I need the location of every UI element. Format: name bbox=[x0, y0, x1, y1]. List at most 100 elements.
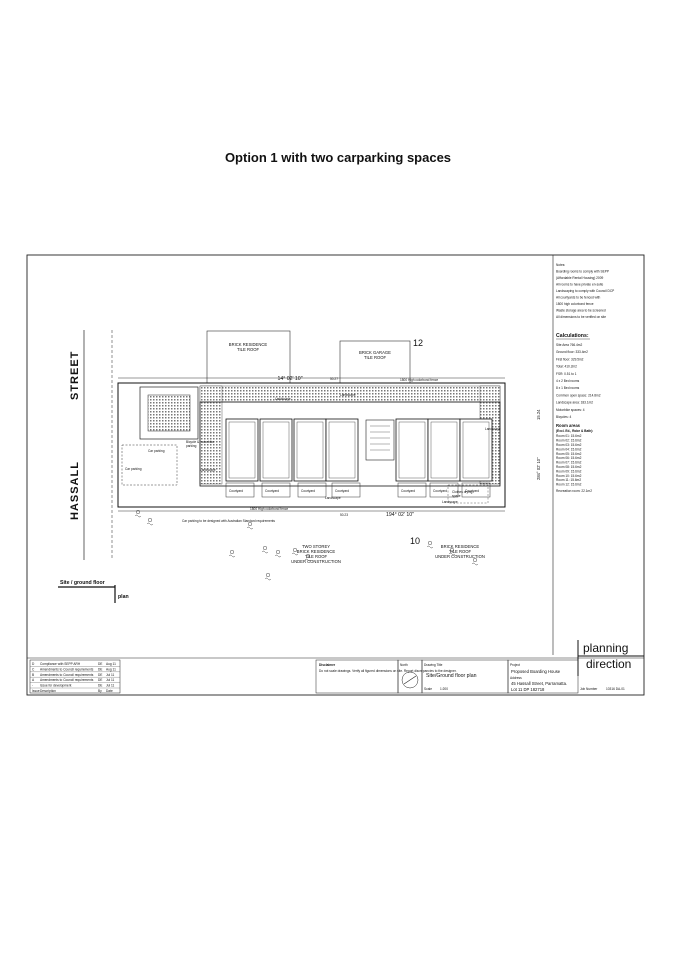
tree-stroke-icon bbox=[264, 577, 272, 581]
courtyard-outline bbox=[397, 482, 427, 498]
note-line: All dimensions to be verified on site bbox=[556, 315, 606, 319]
scale-value: 1:200 bbox=[440, 687, 448, 691]
room-area-line: Room 05: 15.6m2 bbox=[556, 452, 582, 456]
room-inner bbox=[296, 421, 324, 479]
room-inner bbox=[462, 421, 490, 479]
courtyard-outline bbox=[461, 482, 491, 498]
landscape-labels: LandscapeLandscapeLandscapeLandscapeLand… bbox=[200, 393, 501, 504]
stair-treads bbox=[370, 425, 390, 451]
revision-no: C bbox=[32, 667, 35, 671]
front-structure-inner bbox=[147, 394, 191, 432]
courtyard-outline bbox=[297, 482, 327, 498]
calculation-line: Total: 410.2m2 bbox=[556, 365, 577, 369]
revision-desc: Issue for development bbox=[40, 684, 71, 688]
room-areas-title: Room areas bbox=[556, 423, 581, 428]
room-area-line: Room 06: 15.6m2 bbox=[556, 456, 582, 460]
room-area-line: Room 11: 15.6m2 bbox=[556, 478, 581, 482]
revision-table bbox=[29, 659, 121, 694]
revision-by: DE bbox=[98, 678, 102, 682]
note-line: All rooms to have private en-suite bbox=[556, 283, 604, 287]
landscape-label: Landscape bbox=[485, 427, 501, 431]
calculation-line: Site Area 766.4m2 bbox=[556, 343, 582, 347]
tree-icon bbox=[265, 572, 271, 578]
room-block bbox=[259, 418, 293, 482]
revision-header: Date bbox=[106, 689, 113, 693]
room-area-line: Room 02: 15.6m2 bbox=[556, 439, 582, 443]
scale-label: Scale bbox=[424, 687, 432, 691]
label-line: BRICK RESIDENCE bbox=[229, 342, 268, 347]
revision-no: D bbox=[32, 662, 35, 666]
top-bearing: 14° 02' 10" bbox=[277, 376, 302, 382]
tree-stroke-icon bbox=[261, 550, 269, 554]
revision-header: Description bbox=[40, 689, 56, 693]
plan-title: Site / ground floor bbox=[60, 580, 105, 586]
project-label: Project bbox=[510, 663, 520, 667]
room-areas-subtitle: (Excl. Ed., Robe & Bath): bbox=[556, 429, 593, 433]
calculation-line: Landscape area: 183.1m2 bbox=[556, 401, 593, 405]
lot-dp: Lot 11 DP 182718 bbox=[511, 687, 545, 692]
revision-desc: Amendments to Council requirements bbox=[40, 673, 94, 677]
brand-line-2: direction bbox=[586, 657, 631, 671]
courtyard-outline bbox=[261, 482, 291, 498]
tree-stroke-icon bbox=[448, 552, 456, 556]
car-parking-label-1: Car parking bbox=[148, 449, 165, 453]
tree-icon bbox=[262, 545, 268, 551]
address: 45 Hassall Street, Parramatta. bbox=[511, 681, 567, 686]
landscape-label: Landscape bbox=[442, 500, 458, 504]
job-label: Job Number bbox=[580, 687, 598, 691]
note-line: Waste storage area to be screened bbox=[556, 309, 606, 313]
courtyard-label: Courtyard bbox=[433, 489, 447, 493]
lot-north-number: 12 bbox=[413, 338, 423, 348]
courtyard-label: Courtyard bbox=[335, 489, 349, 493]
label-line: TWO STOREY bbox=[302, 544, 330, 549]
north-label: North bbox=[400, 663, 408, 667]
label-line: UNDER CONSTRUCTION bbox=[435, 554, 485, 559]
site-boundary bbox=[117, 382, 506, 508]
landscape-label: Landscape bbox=[325, 496, 341, 500]
notes-column: Notes:Boarding rooms to comply with SEPP… bbox=[556, 263, 614, 319]
tree-stroke-icon bbox=[471, 562, 479, 566]
label-line: TILE ROOF bbox=[237, 347, 260, 352]
revision-date: Jul 11 bbox=[106, 684, 114, 688]
room-inner bbox=[430, 421, 458, 479]
room-block bbox=[459, 418, 493, 482]
label-line: Clothes drying bbox=[452, 490, 473, 494]
tree-stroke-icon bbox=[426, 545, 434, 549]
room-inner bbox=[262, 421, 290, 479]
lot-south-number: 10 bbox=[410, 536, 420, 546]
label-line: space bbox=[452, 494, 461, 498]
disclaimer-title: Disclaimer bbox=[319, 663, 336, 667]
top-fence-label: 1800 High colorbond fence bbox=[400, 378, 438, 382]
calculation-line: Bicycles: 4 bbox=[556, 415, 571, 419]
project-name: Proposed Boarding House bbox=[511, 669, 561, 674]
tree-icon bbox=[229, 549, 235, 555]
revision-by: DE bbox=[98, 684, 102, 688]
note-line: Notes: bbox=[556, 263, 565, 267]
room-area-line: Room 07: 15.6m2 bbox=[556, 461, 582, 465]
courtyard-outline bbox=[225, 482, 255, 498]
job-number: 10316 DA-01 bbox=[606, 687, 625, 691]
bottom-length: 50.23 bbox=[340, 513, 348, 517]
tree-stroke-icon bbox=[274, 554, 282, 558]
disclaimer-text: Do not scale drawings. Verify all figure… bbox=[319, 669, 457, 673]
right-length: 15.24 bbox=[536, 409, 541, 420]
tree-stroke-icon bbox=[146, 522, 154, 526]
revision-by: DE bbox=[98, 662, 102, 666]
revision-by: DE bbox=[98, 673, 102, 677]
calculation-line: Common open space: 214.8m2 bbox=[556, 393, 601, 397]
label-line: BRICK RESIDENCE bbox=[297, 549, 336, 554]
courtyard-label: Courtyard bbox=[265, 489, 279, 493]
right-bearing: 284° 02' 10" bbox=[536, 457, 541, 480]
recreation-line: Recreation room: 22.1m2 bbox=[556, 489, 592, 493]
room-area-line: Room 03: 15.6m2 bbox=[556, 443, 582, 447]
label-line: parking bbox=[186, 444, 197, 448]
tree-icon bbox=[275, 549, 281, 555]
courtyard-outline bbox=[331, 482, 361, 498]
tree-stroke-icon bbox=[304, 558, 312, 562]
bottom-bearing: 194° 02' 10" bbox=[386, 512, 414, 518]
